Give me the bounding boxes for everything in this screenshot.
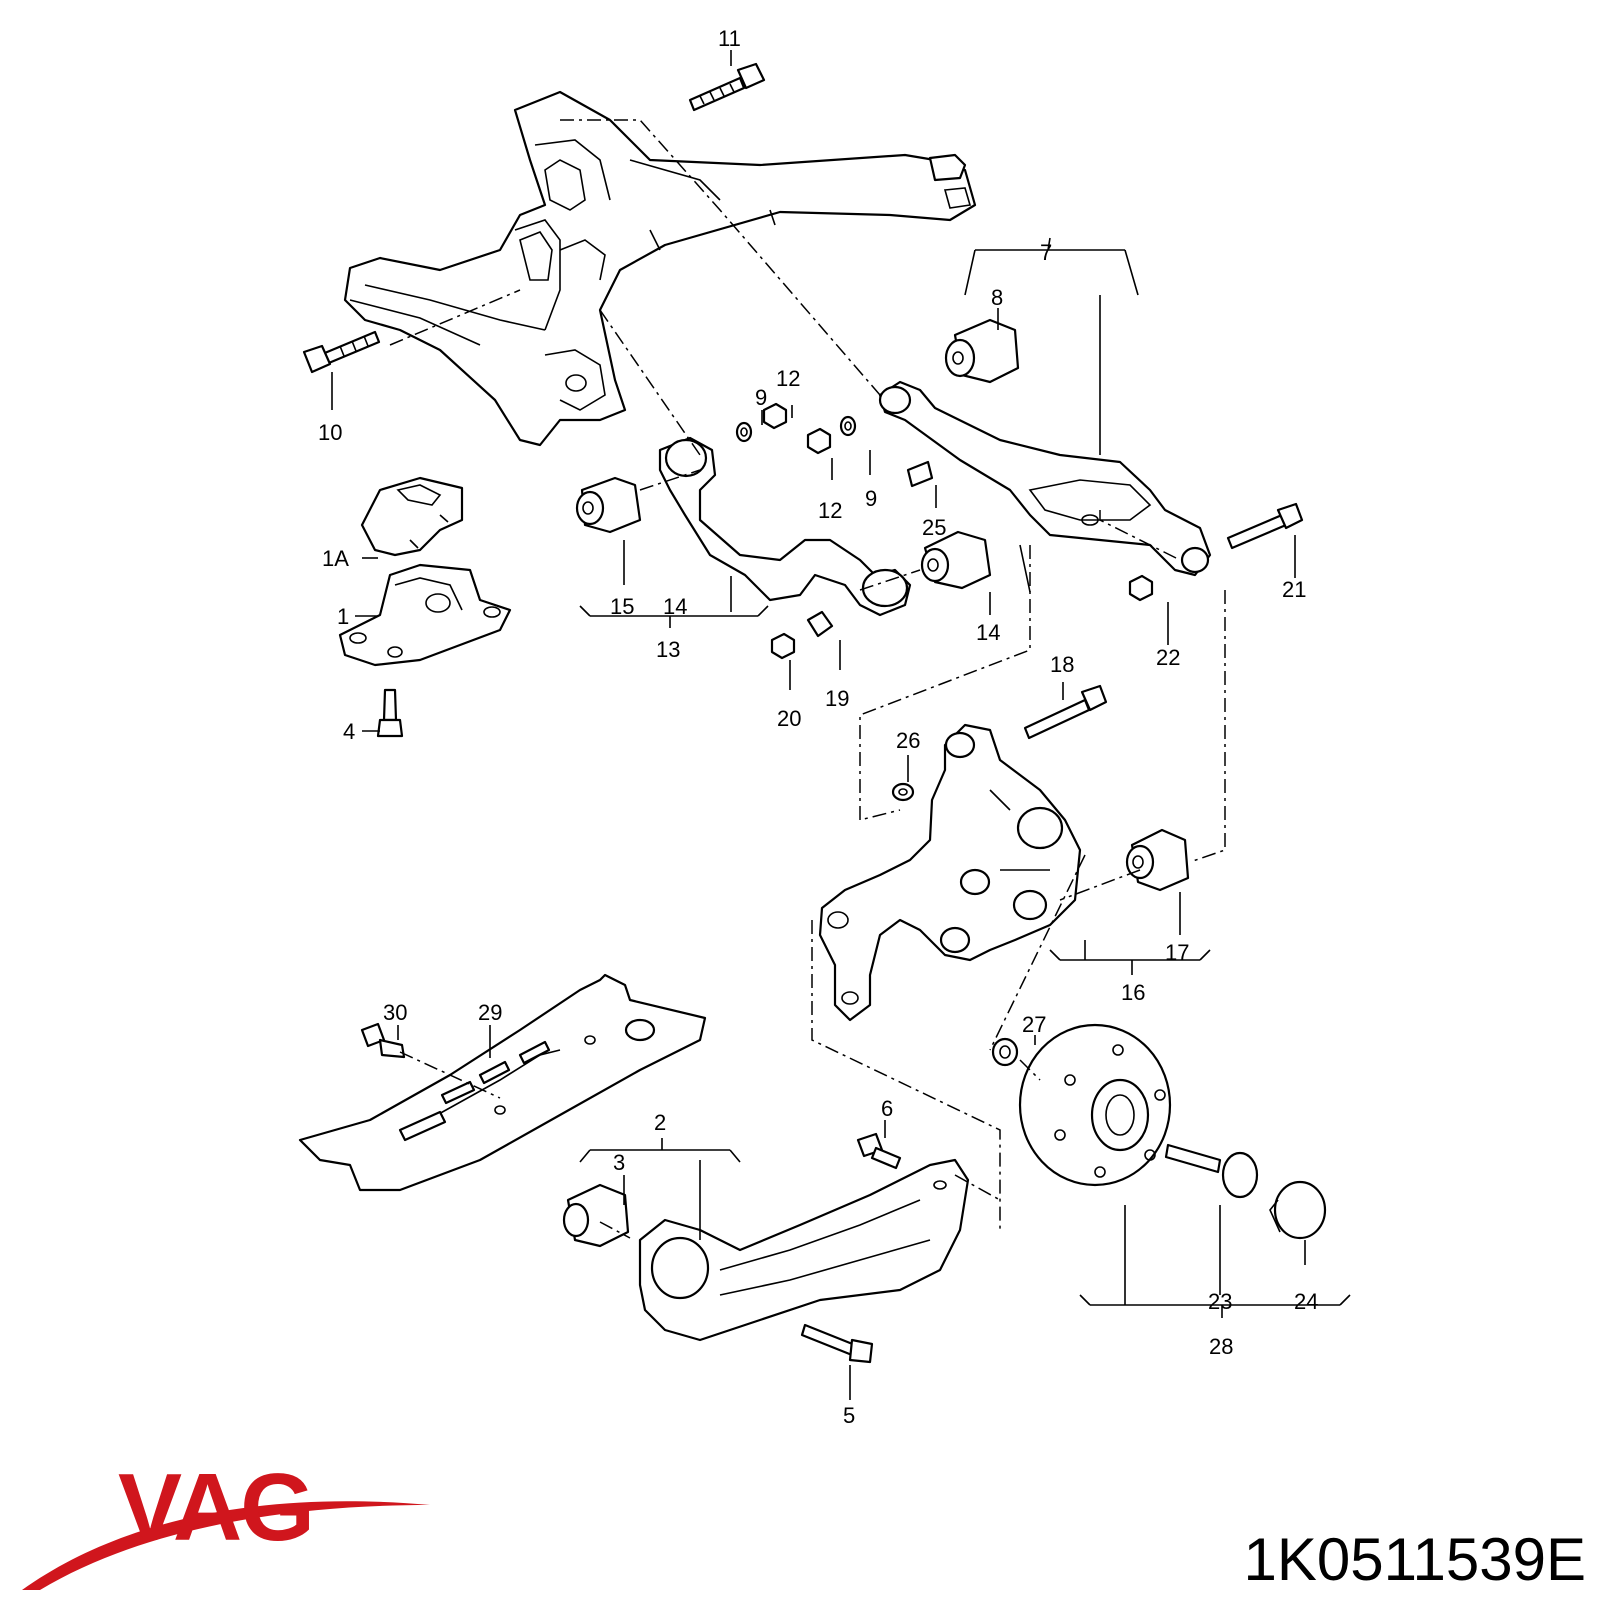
leader-lines: [331, 50, 1351, 1400]
logo-text: VAG: [118, 1454, 313, 1561]
bolt-30: [360, 1022, 406, 1059]
callout-label: 18: [1050, 652, 1074, 677]
bushing-15: [575, 476, 642, 534]
hub-bolt-23: [1164, 1143, 1259, 1199]
callout-label: 9: [755, 385, 767, 410]
callout-label: 12: [776, 366, 800, 391]
callout-label: 21: [1282, 577, 1306, 602]
callout-label: 12: [818, 498, 842, 523]
callout-label: 1: [337, 604, 349, 629]
rubber-mount-1a: [360, 476, 464, 557]
logo-swoosh: [22, 1501, 430, 1590]
callout-label: 1A: [322, 546, 349, 571]
callout-label: 28: [1209, 1334, 1233, 1359]
callout-label: 7: [1040, 240, 1052, 265]
trailing-arm-2: [638, 1158, 970, 1342]
callout-label: 19: [825, 686, 849, 711]
callout-labels: 11 10 7 8 9 12 12 9 25 1A 1 4 15 14 13 1…: [318, 26, 1318, 1428]
callout-label: 24: [1294, 1289, 1318, 1314]
bolt-21: [1226, 502, 1304, 550]
bolt-6: [856, 1132, 902, 1170]
bolt-5: [800, 1323, 874, 1364]
callout-label: 14: [976, 620, 1000, 645]
nut-22: [1128, 574, 1154, 602]
lower-arm-7: [878, 380, 1212, 577]
callout-label: 3: [613, 1150, 625, 1175]
callout-label: 30: [383, 1000, 407, 1025]
bushing-3: [562, 1183, 630, 1248]
rear-subframe: [343, 90, 977, 447]
callout-label: 15: [610, 594, 634, 619]
bushing-8: [944, 318, 1020, 384]
callout-label: 16: [1121, 980, 1145, 1005]
bolt-4: [376, 688, 404, 738]
washers-nuts-9-12: [735, 402, 934, 488]
bushing-17: [1125, 828, 1190, 892]
washer-26: [891, 782, 915, 802]
callout-label: 5: [843, 1403, 855, 1428]
dash-dot-lines: [389, 119, 1226, 1239]
mount-bracket-1: [338, 563, 512, 667]
callout-label: 25: [922, 515, 946, 540]
callout-label: 9: [865, 486, 877, 511]
callout-label: 23: [1208, 1289, 1232, 1314]
callout-label: 27: [1022, 1012, 1046, 1037]
callout-label: 22: [1156, 645, 1180, 670]
callout-label: 29: [478, 1000, 502, 1025]
callout-label: 20: [777, 706, 801, 731]
bushing-14: [920, 530, 992, 590]
callout-label: 8: [991, 285, 1003, 310]
bolt-18: [1023, 684, 1108, 740]
wheel-bearing-housing: [818, 723, 1082, 1022]
callout-label: 11: [718, 26, 741, 51]
part-number: 1K0511539E: [1243, 1526, 1586, 1593]
callout-label: 14: [663, 594, 687, 619]
callout-label: 17: [1165, 940, 1189, 965]
washer-27: [991, 1037, 1019, 1067]
washer-19-nut-20: [770, 610, 834, 660]
control-arm-13: [658, 436, 912, 617]
callout-label: 4: [343, 719, 355, 744]
dust-cap-24: [1269, 1180, 1327, 1240]
vag-logo: VAG: [22, 1454, 430, 1590]
callout-label: 26: [896, 728, 920, 753]
callout-label: 10: [318, 420, 342, 445]
callout-label: 2: [654, 1110, 666, 1135]
wheel-hub: [1018, 1023, 1172, 1187]
bolt-11: [688, 62, 766, 112]
bolt-10: [302, 330, 381, 374]
heat-shield-29: [298, 973, 707, 1192]
callout-label: 13: [656, 637, 680, 662]
callout-label: 6: [881, 1096, 893, 1121]
